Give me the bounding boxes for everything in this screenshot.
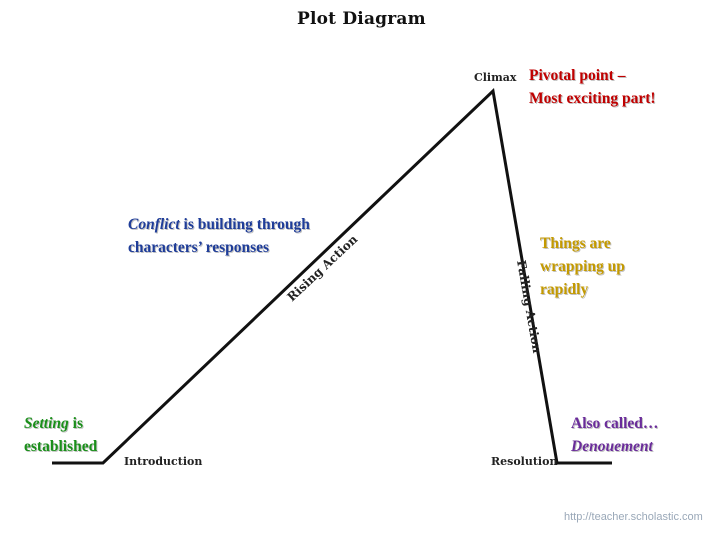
climax-label: Climax — [474, 71, 517, 84]
setting-note-line-2: established — [24, 438, 98, 455]
falling-note-line-1: Things are — [540, 235, 611, 252]
rising-note-line-1-text: is building through — [179, 216, 310, 233]
resolution-note-line-2: Denouement — [571, 435, 658, 458]
denouement-term: Denouement — [571, 438, 653, 455]
rising-action-note: Conflict is building through characters’… — [128, 213, 310, 259]
falling-note-line-3: rapidly — [540, 281, 589, 298]
falling-note-line-2: wrapping up — [540, 258, 625, 275]
conflict-term: Conflict — [128, 216, 180, 233]
climax-note-line-2: Most exciting part! — [529, 90, 656, 107]
plot-line — [52, 87, 612, 465]
setting-note-line-1: Setting is — [24, 412, 97, 435]
resolution-note: Also called… Denouement — [571, 412, 658, 458]
resolution-label: Resolution — [491, 455, 558, 468]
setting-term: Setting — [24, 415, 69, 432]
setting-note-line-1-text: is — [68, 415, 84, 432]
rising-note-line-2: characters’ responses — [128, 239, 270, 256]
setting-note: Setting is established — [24, 412, 97, 458]
source-credit: http://teacher.scholastic.com — [564, 511, 703, 523]
resolution-note-line-1: Also called… — [571, 415, 659, 432]
rising-note-line-1: Conflict is building through — [128, 213, 310, 236]
climax-note: Pivotal point – Most exciting part! — [529, 64, 656, 110]
diagram-title: Plot Diagram — [297, 9, 426, 29]
introduction-label: Introduction — [124, 455, 203, 468]
falling-action-note: Things are wrapping up rapidly — [540, 232, 625, 301]
climax-note-line-1: Pivotal point – — [529, 67, 626, 84]
